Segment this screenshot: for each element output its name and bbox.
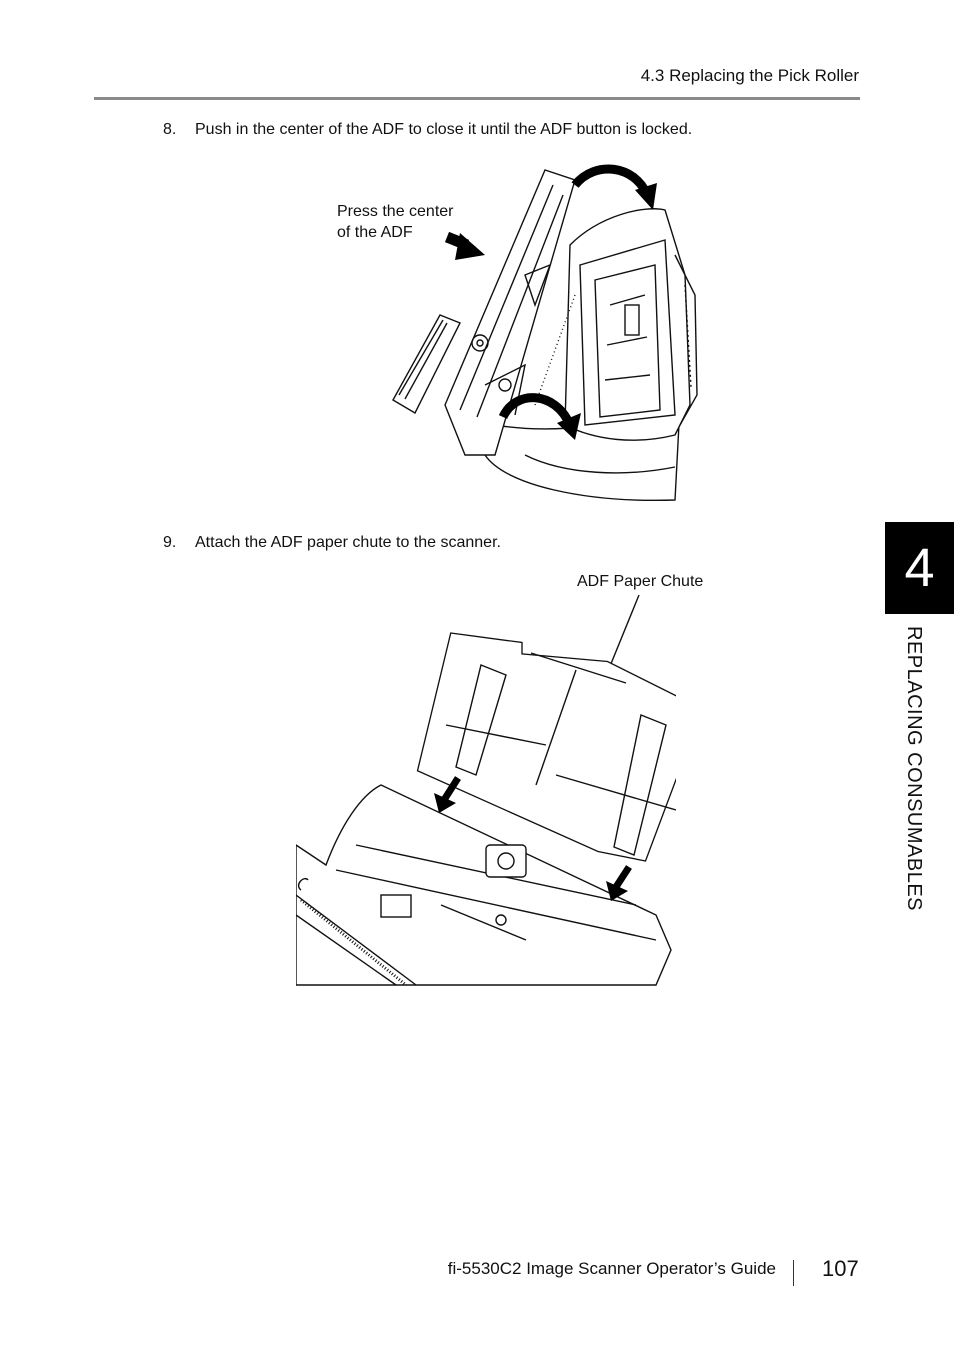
step-9: 9. Attach the ADF paper chute to the scan… [163, 534, 501, 552]
footer-guide-title: fi-5530C2 Image Scanner Operator’s Guide [447, 1259, 776, 1278]
page-number: 107 [822, 1256, 859, 1281]
adf-paper-chute-callout: ADF Paper Chute [577, 573, 704, 590]
header-section-title: 4.3 Replacing the Pick Roller [640, 66, 859, 85]
chapter-number-tab: 4 [885, 522, 954, 614]
footer-separator [793, 1260, 794, 1286]
callout-line: of the ADF [337, 224, 413, 241]
step-8: 8. Push in the center of the ADF to close… [163, 121, 692, 139]
paper-chute-attach-illustration [296, 595, 676, 987]
press-center-callout: Press the center of the ADF [337, 201, 454, 243]
scanner-adf-close-illustration [392, 164, 698, 502]
step-text: Attach the ADF paper chute to the scanne… [195, 534, 501, 551]
callout-line: Press the center [337, 203, 454, 220]
chapter-title: REPLACING CONSUMABLES [903, 626, 925, 912]
header-rule [94, 97, 860, 100]
step-number: 9. [163, 534, 177, 551]
step-text: Push in the center of the ADF to close i… [195, 121, 693, 138]
step-number: 8. [163, 121, 177, 138]
